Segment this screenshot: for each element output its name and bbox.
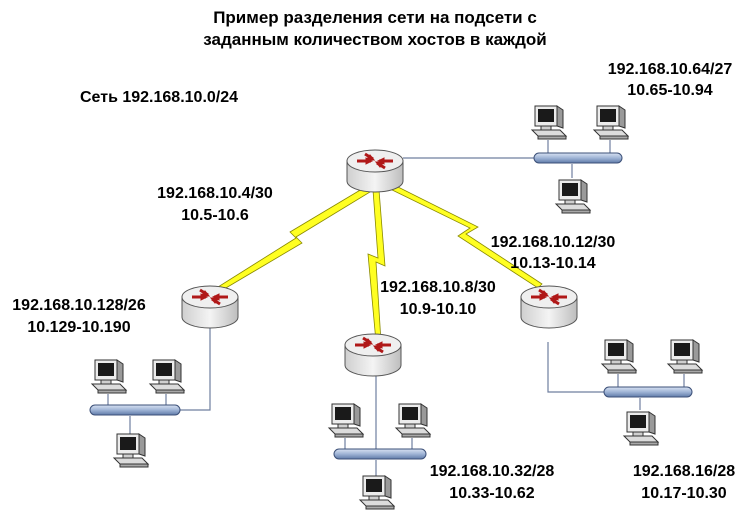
computer-icon xyxy=(667,339,703,374)
computer-icon xyxy=(555,179,591,214)
router-middle xyxy=(343,332,403,378)
lan-bus-middle xyxy=(333,448,427,460)
title-line-1: Пример разделения сети на подсети с xyxy=(213,8,537,27)
wan-mid-range: 10.9-10.10 xyxy=(400,301,477,318)
wan-mid-subnet: 192.168.10.8/30 xyxy=(380,279,496,296)
computer-icon xyxy=(113,433,149,468)
router-left xyxy=(180,284,240,330)
network-label: Сеть 192.168.10.0/24 xyxy=(80,89,238,106)
computer-icon xyxy=(395,403,431,438)
serial-link-middle xyxy=(367,189,386,343)
lan-right-subnet: 192.168.16/28 xyxy=(633,463,735,480)
lan-left-subnet: 192.168.10.128/26 xyxy=(12,297,146,314)
computer-icon xyxy=(359,475,395,510)
lan-bus-top-right xyxy=(533,152,623,164)
lan-right-range: 10.17-10.30 xyxy=(641,485,727,502)
lan-buses xyxy=(89,152,693,460)
computer-icon xyxy=(531,105,567,140)
wan-right-subnet: 192.168.10.12/30 xyxy=(491,234,616,251)
wan-right-range: 10.13-10.14 xyxy=(510,255,596,272)
computer-icon xyxy=(91,359,127,394)
lan-bus-right xyxy=(603,386,693,398)
lan-middle-subnet: 192.168.10.32/28 xyxy=(430,463,555,480)
computer-icon xyxy=(149,359,185,394)
computer-icon xyxy=(623,411,659,446)
lan-top-right-range: 10.65-10.94 xyxy=(627,82,713,99)
title-line-2: заданным количеством хостов в каждой xyxy=(203,30,546,49)
ethernet-connections xyxy=(107,140,685,476)
computer-icon xyxy=(601,339,637,374)
wan-left-range: 10.5-10.6 xyxy=(181,207,249,224)
router-right xyxy=(519,284,579,330)
serial-link-left xyxy=(209,185,371,296)
lan-bus-left xyxy=(89,404,181,416)
wan-left-subnet: 192.168.10.4/30 xyxy=(157,185,273,202)
computer-icon xyxy=(328,403,364,438)
serial-links xyxy=(209,181,543,343)
router-core xyxy=(345,148,405,194)
lan-left-range: 10.129-10.190 xyxy=(27,319,130,336)
lan-middle-range: 10.33-10.62 xyxy=(449,485,535,502)
computer-icon xyxy=(593,105,629,140)
serial-link-right xyxy=(383,181,543,289)
lan-top-right-subnet: 192.168.10.64/27 xyxy=(608,61,733,78)
